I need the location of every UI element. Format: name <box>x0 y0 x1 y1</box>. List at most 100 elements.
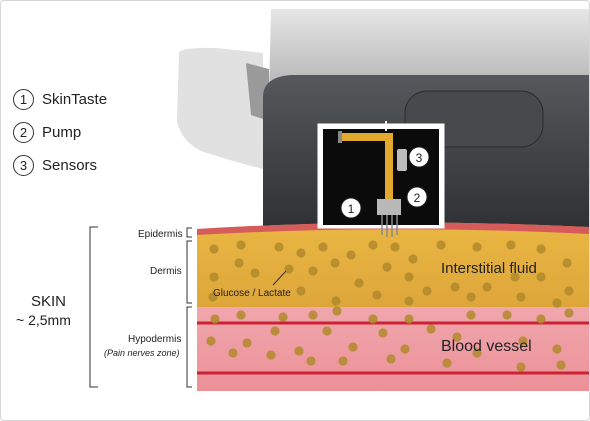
legend-label: Pump <box>42 124 82 141</box>
particle <box>518 336 528 346</box>
legend-number: 2 <box>13 122 34 143</box>
particle <box>228 348 238 358</box>
particle <box>266 350 276 360</box>
microneedles <box>381 215 398 237</box>
legend-item-sensors: 3 Sensors <box>13 149 107 182</box>
particle <box>250 268 260 278</box>
epidermis-bracket <box>186 227 192 238</box>
particle <box>536 314 546 324</box>
particle <box>368 240 378 250</box>
particle <box>208 292 218 302</box>
skin-bracket <box>89 226 287 388</box>
particle <box>278 312 288 322</box>
particle <box>452 332 462 342</box>
device-side-strap <box>177 47 263 169</box>
skin-title: SKIN <box>31 293 67 310</box>
glucose-lactate-label: Glucose / Lactate <box>213 288 291 299</box>
particle <box>294 346 304 356</box>
particle <box>270 326 280 336</box>
particle <box>386 354 396 364</box>
particle <box>338 356 348 366</box>
particle <box>390 242 400 252</box>
particle <box>306 356 316 366</box>
dermis-bracket <box>186 240 192 304</box>
particle <box>564 286 574 296</box>
particle <box>510 272 520 282</box>
particle <box>552 298 562 308</box>
particle <box>466 310 476 320</box>
particle <box>562 258 572 268</box>
particle <box>536 244 546 254</box>
particle <box>472 242 482 252</box>
particle <box>422 286 432 296</box>
legend-label: SkinTaste <box>42 91 108 108</box>
particle <box>506 240 516 250</box>
particle <box>564 308 574 318</box>
particle <box>482 282 492 292</box>
hypodermis-layer <box>197 307 589 391</box>
channel-cap <box>338 131 342 143</box>
hypodermis-bracket <box>186 306 192 388</box>
particle <box>536 272 546 282</box>
particle <box>408 254 418 264</box>
particle <box>472 348 482 358</box>
particle <box>330 258 340 268</box>
particle <box>378 328 388 338</box>
legend-item-pump: 2 Pump <box>13 116 107 149</box>
particle <box>209 272 219 282</box>
particle <box>450 282 460 292</box>
particle <box>242 338 252 348</box>
particle <box>308 266 318 276</box>
legend-label: Sensors <box>42 157 98 174</box>
hypodermis-note: (Pain nerves zone) <box>104 348 180 358</box>
sensor-block <box>397 149 407 171</box>
particle <box>354 278 364 288</box>
legend-item-skintaste: 1 SkinTaste <box>13 83 107 116</box>
marker-2-circle <box>406 186 428 208</box>
particle <box>209 244 219 254</box>
particle <box>296 248 306 258</box>
marker-3-text: 3 <box>416 151 423 165</box>
particle <box>502 310 512 320</box>
particle <box>331 296 341 306</box>
particle <box>404 314 414 324</box>
particle <box>274 242 284 252</box>
particle <box>400 344 410 354</box>
particle <box>552 344 562 354</box>
particle <box>234 258 244 268</box>
particle <box>368 314 378 324</box>
dermis-label: Dermis <box>150 266 182 277</box>
particle <box>346 250 356 260</box>
particle <box>322 326 332 336</box>
blood-vessel-label: Blood vessel <box>441 338 532 355</box>
particle <box>404 296 414 306</box>
marker-3-circle <box>408 146 430 168</box>
particle <box>296 286 306 296</box>
particle <box>382 262 392 272</box>
particle <box>236 310 246 320</box>
particle <box>348 342 358 352</box>
particle <box>466 292 476 302</box>
skintaste-channel <box>339 133 393 199</box>
interstitial-fluid-label: Interstitial fluid <box>441 260 537 277</box>
legend-number: 1 <box>13 89 34 110</box>
device-cutaway: 1 2 3 <box>317 121 445 237</box>
particle <box>332 306 342 316</box>
particle <box>516 292 526 302</box>
pump-block <box>377 199 401 215</box>
marker-1-text: 1 <box>348 202 355 216</box>
legend: 1 SkinTaste 2 Pump 3 Sensors <box>13 83 107 182</box>
particle <box>210 314 220 324</box>
particle <box>436 240 446 250</box>
particle <box>426 324 436 334</box>
particle <box>236 240 246 250</box>
marker-1-circle <box>340 197 362 219</box>
particle <box>404 272 414 282</box>
glucose-leader-line <box>272 270 287 286</box>
particle <box>284 264 294 274</box>
skin-thickness: ~ 2,5mm <box>16 312 71 328</box>
particle <box>372 290 382 300</box>
particle <box>556 360 566 370</box>
